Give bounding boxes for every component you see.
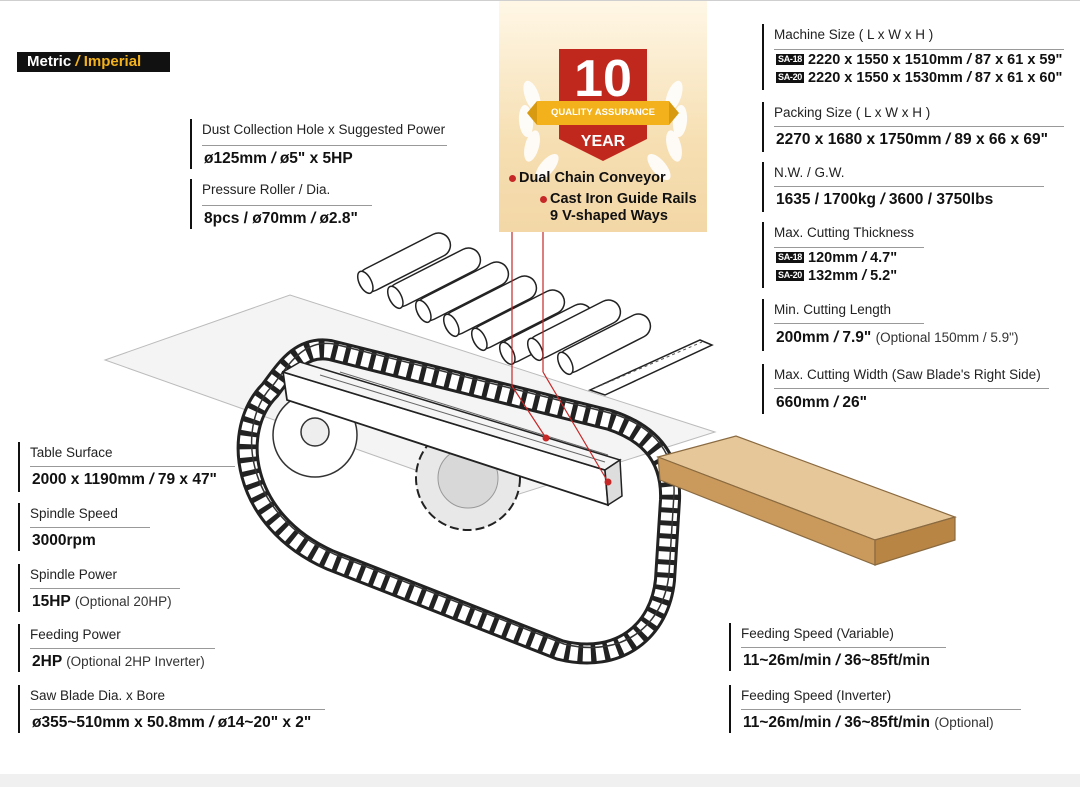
spec-label: Pressure Roller / Dia. [202,182,331,197]
callout-v-ways: 9 V-shaped Ways [550,208,668,224]
spec-value: 8pcs / ø70mm / ø2.8" [204,210,358,227]
spec-min-length: Min. Cutting Length 200mm / 7.9" (Option… [762,299,1062,351]
laurel-badge-icon [518,49,688,181]
wood-board [656,435,957,566]
spec-label: Feeding Speed (Variable) [741,626,894,641]
spec-label: Dust Collection Hole x Suggested Power [202,122,446,137]
spec-saw-blade: Saw Blade Dia. x Bore ø355~510mm x 50.8m… [18,685,338,733]
spec-label: N.W. / G.W. [774,165,845,180]
unit-toggle[interactable]: Metric / Imperial [17,52,170,72]
spec-value: 1635 / 1700kg / 3600 / 3750lbs [776,191,994,208]
spec-value: 11~26m/min / 36~85ft/min [743,652,930,669]
spec-feed-variable: Feeding Speed (Variable) 11~26m/min / 36… [729,623,959,671]
spec-value: 200mm / 7.9" (Optional 150mm / 5.9") [776,329,1019,346]
model-badge: SA-18 [776,252,805,263]
spec-spindle-speed: Spindle Speed 3000rpm [18,503,168,551]
model-badge: SA-20 [776,72,805,83]
spec-label: Spindle Power [30,567,118,582]
imperial-option[interactable]: Imperial [83,53,142,70]
spec-value: 3000rpm [32,532,96,549]
spec-value: 15HP (Optional 20HP) [32,593,172,610]
spec-packing-size: Packing Size ( L x W x H ) 2270 x 1680 x… [762,102,1072,152]
spec-label: Min. Cutting Length [774,302,892,317]
callout-dot-chain [509,175,516,182]
spec-spindle-power: Spindle Power 15HP (Optional 20HP) [18,564,198,612]
spec-value: 2000 x 1190mm / 79 x 47" [32,471,217,488]
spec-label: Machine Size ( L x W x H ) [774,27,934,42]
spec-dust-collection: Dust Collection Hole x Suggested Power ø… [190,119,450,169]
callout-dual-chain: Dual Chain Conveyor [519,170,666,186]
spec-value: 11~26m/min / 36~85ft/min (Optional) [743,714,994,731]
spec-label: Max. Cutting Width (Saw Blade's Right Si… [774,367,1041,382]
spec-value: ø125mm / ø5" x 5HP [204,150,353,167]
model-badge: SA-18 [776,54,805,65]
spec-label: Table Surface [30,445,113,460]
quality-assurance-panel: 10 QUALITY ASSURANCE YEAR [499,1,707,232]
callout-dot-rails [540,196,547,203]
spec-max-width: Max. Cutting Width (Saw Blade's Right Si… [762,364,1062,414]
spec-value: 2HP (Optional 2HP Inverter) [32,653,205,670]
spec-weight: N.W. / G.W. 1635 / 1700kg / 3600 / 3750l… [762,162,1062,212]
spec-feed-inverter: Feeding Speed (Inverter) 11~26m/min / 36… [729,685,1021,733]
spec-value: ø355~510mm x 50.8mm / ø14~20" x 2" [32,714,312,731]
model-badge: SA-20 [776,270,805,281]
spec-value: 660mm / 26" [776,394,867,411]
spec-label: Spindle Speed [30,506,118,521]
badge-ribbon-text: QUALITY ASSURANCE [551,107,655,118]
spec-label: Feeding Speed (Inverter) [741,688,892,703]
spec-label: Saw Blade Dia. x Bore [30,688,166,703]
spec-table-surface: Table Surface 2000 x 1190mm / 79 x 47" [18,442,238,492]
spec-label: Feeding Power [30,627,121,642]
spec-feeding-power: Feeding Power 2HP (Optional 2HP Inverter… [18,624,228,672]
pressure-rollers [356,232,652,376]
spec-value: 2270 x 1680 x 1750mm / 89 x 66 x 69" [776,131,1048,148]
spec-label: Packing Size ( L x W x H ) [774,105,931,120]
badge-year-text: YEAR [580,133,626,150]
badge-number: 10 [574,50,632,108]
top-divider [0,0,1080,1]
spec-pressure-roller: Pressure Roller / Dia. 8pcs / ø70mm / ø2… [190,179,390,229]
callout-guide-rails: Cast Iron Guide Rails [550,191,697,207]
bottom-band [0,774,1080,787]
spec-label: Max. Cutting Thickness [774,225,915,240]
metric-option[interactable]: Metric [27,53,72,70]
